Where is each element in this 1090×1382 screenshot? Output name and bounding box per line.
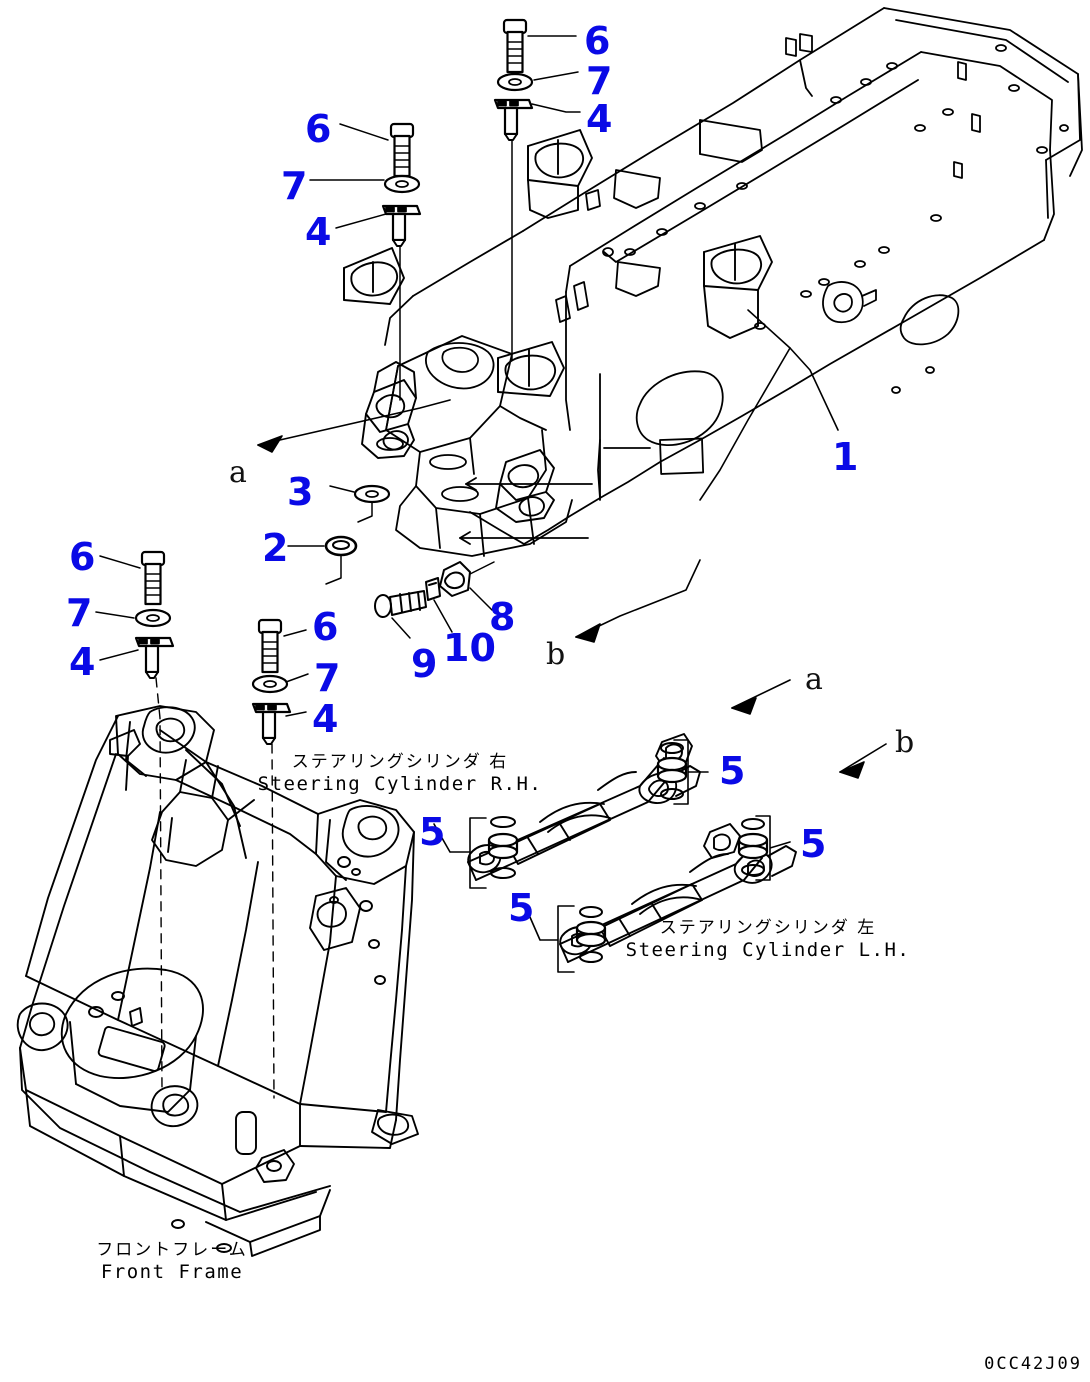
callout-6-top[interactable]: 6 bbox=[584, 19, 611, 63]
section-letter-a-left: a bbox=[229, 455, 247, 490]
callout-7-top[interactable]: 7 bbox=[586, 59, 613, 103]
callout-6-lowermid[interactable]: 6 bbox=[312, 605, 339, 649]
callout-7-lowermid[interactable]: 7 bbox=[314, 656, 341, 700]
section-letter-b-right: b bbox=[895, 725, 915, 760]
callout-6-upperleft[interactable]: 6 bbox=[305, 107, 332, 151]
callout-2-nut[interactable]: 2 bbox=[262, 526, 289, 570]
caption-steering-cylinder-lh: ステアリングシリンダ 左 Steering Cylinder L.H. bbox=[626, 918, 911, 962]
callout-7-upperleft[interactable]: 7 bbox=[281, 164, 308, 208]
callout-5-rh-rod[interactable]: 5 bbox=[719, 749, 746, 793]
callout-8-bracket[interactable]: 8 bbox=[489, 595, 516, 639]
callout-10-plate[interactable]: 10 bbox=[443, 626, 496, 670]
callout-4-lowermid[interactable]: 4 bbox=[312, 697, 339, 741]
callout-1-mainframe[interactable]: 1 bbox=[832, 435, 859, 479]
callout-9-bolt[interactable]: 9 bbox=[411, 642, 438, 686]
caption-steering-cylinder-rh: ステアリングシリンダ 右 Steering Cylinder R.H. bbox=[258, 752, 543, 796]
section-letter-a-right: a bbox=[805, 662, 823, 697]
callout-4-top[interactable]: 4 bbox=[586, 97, 613, 141]
caption-en-front-frame: Front Frame bbox=[100, 1261, 244, 1283]
callout-6-lowerleft[interactable]: 6 bbox=[69, 535, 96, 579]
callout-5-rh-base[interactable]: 5 bbox=[419, 810, 446, 854]
callout-7-lowerleft[interactable]: 7 bbox=[66, 591, 93, 635]
section-letter-b-left: b bbox=[546, 637, 566, 672]
callout-3-washer[interactable]: 3 bbox=[287, 470, 314, 514]
callout-4-lowerleft[interactable]: 4 bbox=[69, 640, 96, 684]
callout-5-lh-rod[interactable]: 5 bbox=[800, 822, 827, 866]
callout-5-lh-base[interactable]: 5 bbox=[508, 886, 535, 930]
caption-jp-steering-cylinder-lh: ステアリングシリンダ 左 bbox=[659, 918, 877, 938]
caption-jp-front-frame: フロントフレーム bbox=[96, 1240, 248, 1260]
caption-front-frame: フロントフレーム Front Frame bbox=[96, 1240, 248, 1284]
drawing-sheet-number: 0CC42J09 bbox=[984, 1354, 1082, 1374]
caption-en-steering-cylinder-lh: Steering Cylinder L.H. bbox=[625, 939, 911, 961]
callout-4-upperleft[interactable]: 4 bbox=[305, 210, 332, 254]
caption-jp-steering-cylinder-rh: ステアリングシリンダ 右 bbox=[291, 752, 509, 772]
caption-en-steering-cylinder-rh: Steering Cylinder R.H. bbox=[257, 773, 543, 795]
